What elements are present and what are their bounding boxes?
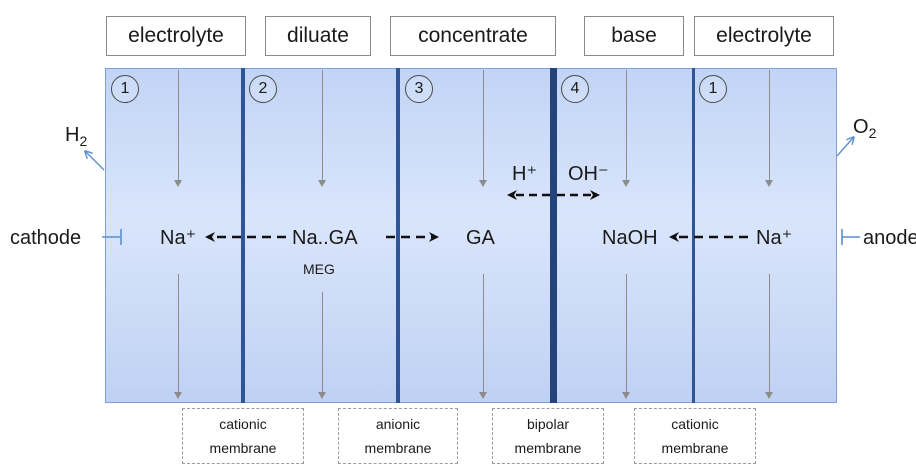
flow-line xyxy=(322,292,323,394)
flow-line xyxy=(483,274,484,394)
meg-label: MEG xyxy=(303,261,335,277)
glycolic-acid: GA xyxy=(466,227,495,249)
flow-line xyxy=(178,70,179,182)
cathode-label: cathode xyxy=(10,227,82,249)
compartment-number-2: 2 xyxy=(249,75,277,103)
compartment-number-1-left: 1 xyxy=(111,75,139,103)
flow-arrow xyxy=(622,180,630,187)
hydroxide-ion: OH⁻ xyxy=(568,163,609,185)
sodium-hydroxide: NaOH xyxy=(602,227,658,249)
hydrogen-gas-label: H2 xyxy=(65,124,88,149)
hydrogen-gas-arrow xyxy=(86,152,105,171)
header-electrolyte-right: electrolyte xyxy=(694,16,834,56)
header-electrolyte-left: electrolyte xyxy=(106,16,246,56)
compartment-electrolyte-left xyxy=(105,68,242,403)
flow-arrow xyxy=(174,180,182,187)
flow-line xyxy=(322,70,323,182)
header-base: base xyxy=(584,16,684,56)
bipolar-membrane xyxy=(550,68,557,403)
flow-line xyxy=(178,274,179,394)
oxygen-gas-arrow xyxy=(836,138,853,157)
compartment-concentrate xyxy=(400,68,550,403)
flow-arrow xyxy=(479,180,487,187)
sodium-glycolate: Na..GA xyxy=(292,227,358,249)
oxygen-gas-label: O2 xyxy=(853,116,877,141)
flow-arrow xyxy=(765,180,773,187)
anionic-membrane xyxy=(396,68,400,403)
compartment-number-1-right: 1 xyxy=(699,75,727,103)
flow-line xyxy=(626,274,627,394)
header-diluate: diluate xyxy=(265,16,371,56)
sodium-ion-left: Na⁺ xyxy=(160,227,197,249)
flow-arrow xyxy=(765,392,773,399)
flow-arrow xyxy=(479,392,487,399)
compartment-electrolyte-right xyxy=(695,68,837,403)
flow-line xyxy=(769,70,770,182)
flow-arrow xyxy=(318,392,326,399)
flow-arrow xyxy=(174,392,182,399)
flow-line xyxy=(483,70,484,182)
flow-line xyxy=(626,70,627,182)
flow-line xyxy=(769,274,770,394)
sodium-ion-right: Na⁺ xyxy=(756,227,793,249)
compartment-diluate xyxy=(245,68,396,403)
cationic-membrane-right xyxy=(692,68,695,403)
anode-label: anode xyxy=(863,227,916,249)
header-concentrate: concentrate xyxy=(390,16,556,56)
compartment-number-3: 3 xyxy=(405,75,433,103)
compartment-number-4: 4 xyxy=(561,75,589,103)
flow-arrow xyxy=(318,180,326,187)
cationic-membrane-left xyxy=(241,68,245,403)
hydrogen-ion: H⁺ xyxy=(512,163,537,185)
flow-arrow xyxy=(622,392,630,399)
